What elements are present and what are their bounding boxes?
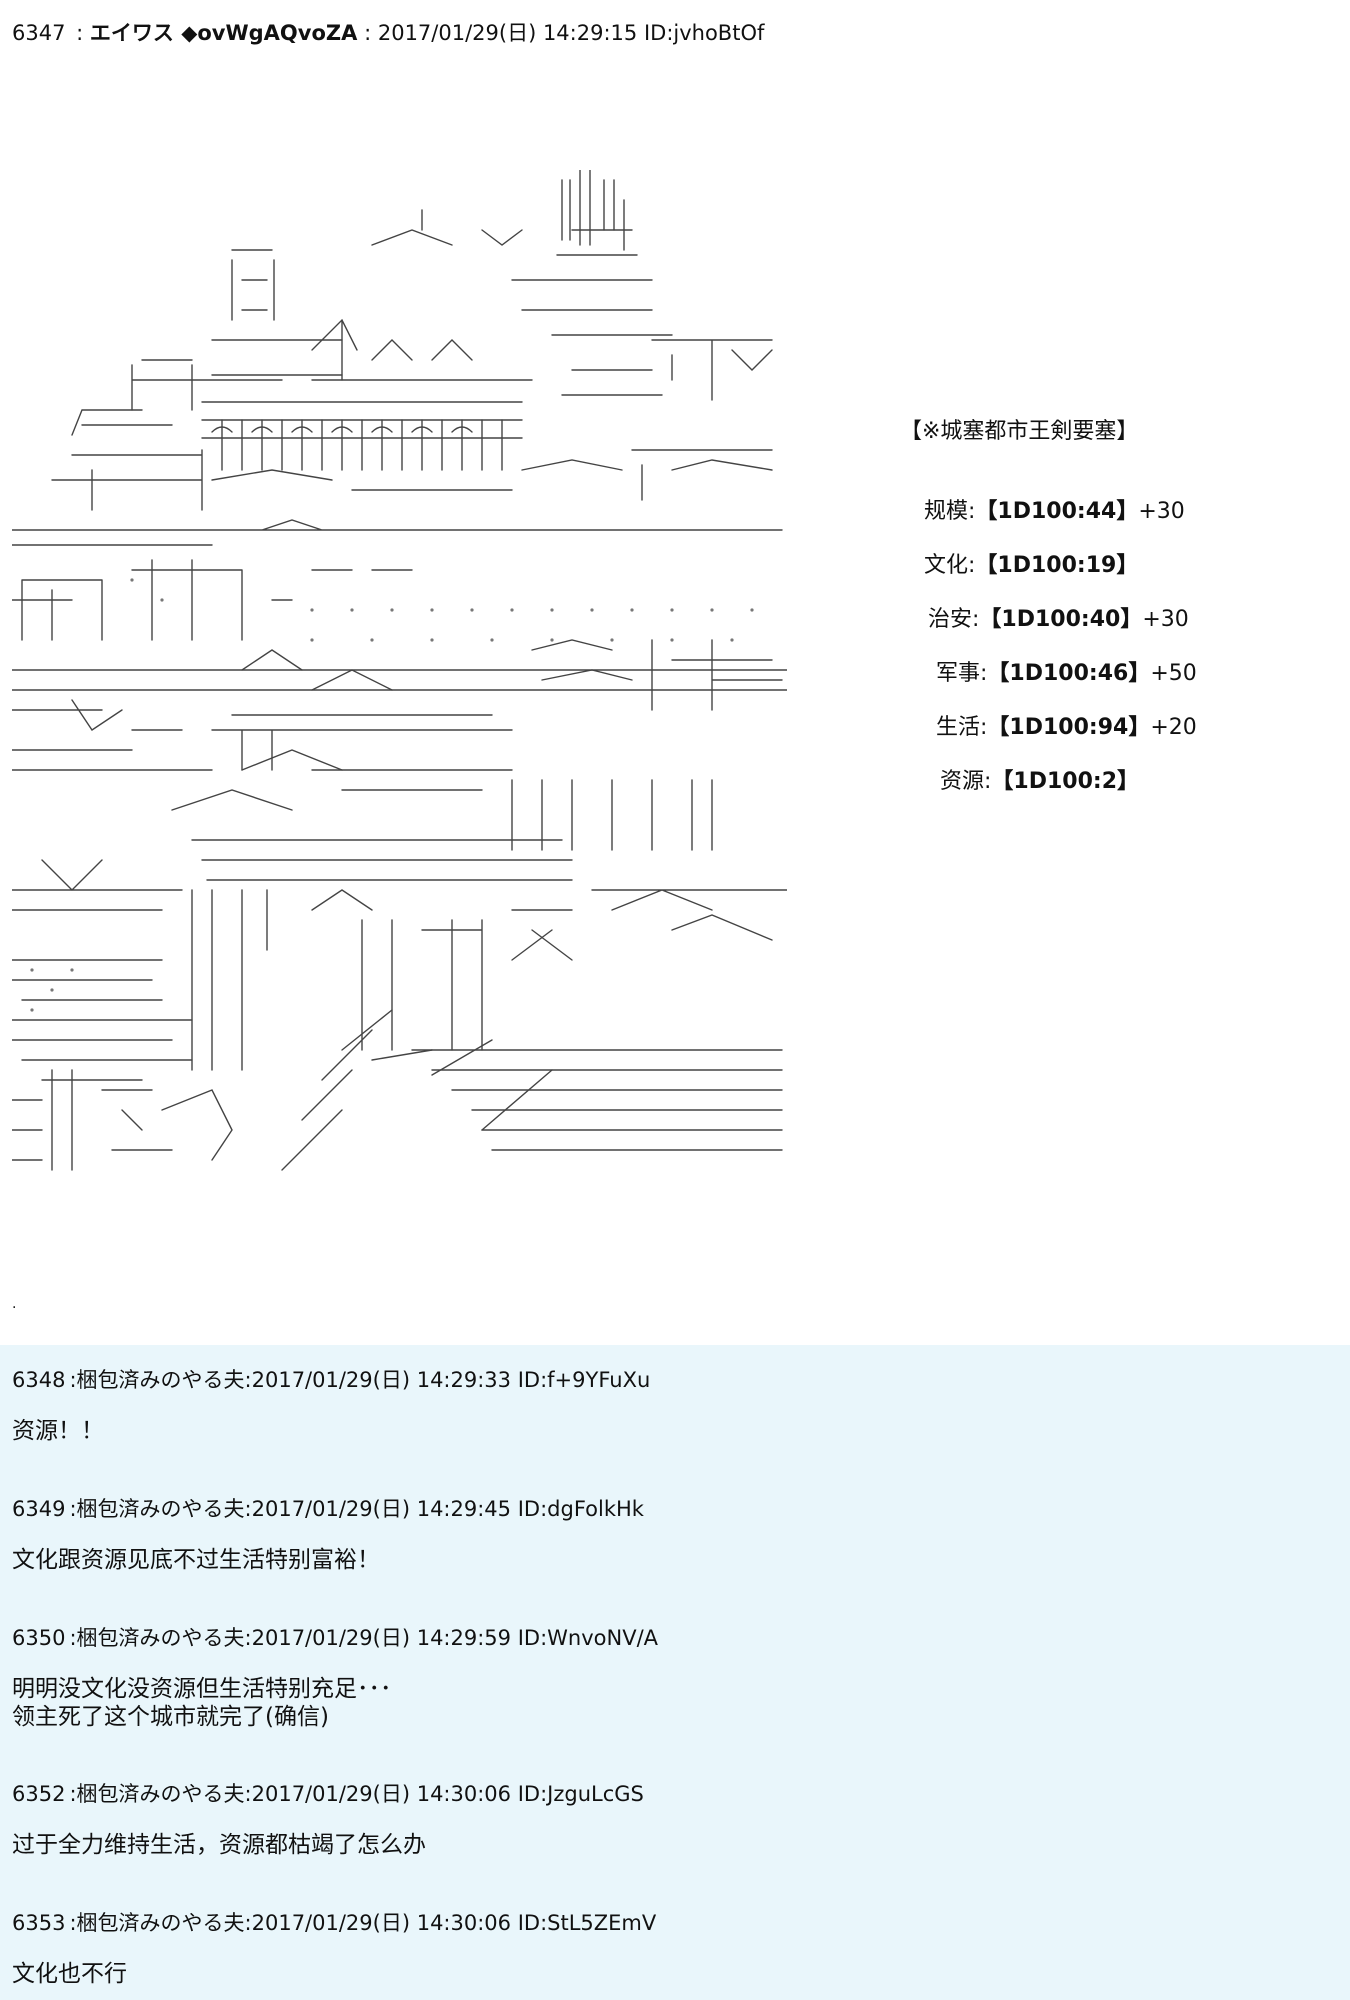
body-line: 明明没文化没资源但生活特别充足･･･	[12, 1676, 392, 1702]
stat-roll: 【1D100:19】	[975, 553, 1139, 578]
post-number[interactable]: 6350	[12, 1626, 66, 1650]
poster-name: 梱包済みのやる夫	[76, 1368, 245, 1392]
post-datetime: 2017/01/29(日) 14:29:45	[251, 1497, 512, 1521]
reply-post: 6349:梱包済みのやる夫:2017/01/29(日) 14:29:45 ID:…	[12, 1496, 644, 1574]
post-datetime: 2017/01/29(日) 14:29:59	[251, 1626, 512, 1650]
post-datetime: 2017/01/29(日) 14:30:06	[251, 1911, 512, 1935]
post-datetime: 2017/01/29(日) 14:29:15	[377, 21, 638, 45]
post-id: ID:f+9YFuXu	[517, 1368, 651, 1392]
stat-living: 生活:【1D100:94】+20	[936, 714, 1197, 742]
reply-post: 6352:梱包済みのやる夫:2017/01/29(日) 14:30:06 ID:…	[12, 1781, 644, 1859]
separator: :	[244, 1368, 252, 1392]
post-header: 6348:梱包済みのやる夫:2017/01/29(日) 14:29:33 ID:…	[12, 1367, 650, 1393]
first-post: 6347 : エイワス ◆ovWgAQvoZA : 2017/01/29(日) …	[12, 20, 1197, 1312]
stat-bonus: +30	[1138, 499, 1185, 524]
fortress-ascii-art-illustration	[12, 170, 787, 1171]
stat-label: 生活:	[936, 715, 988, 740]
separator: :	[364, 21, 372, 45]
separator: :	[69, 1626, 77, 1650]
stat-roll: 【1D100:46】	[987, 661, 1151, 686]
post-header: 6347 : エイワス ◆ovWgAQvoZA : 2017/01/29(日) …	[12, 20, 764, 46]
stat-resources: 资源:【1D100:2】	[940, 768, 1139, 796]
separator: :	[69, 1911, 77, 1935]
body-line: 文化跟资源见底不过生活特别富裕！	[12, 1547, 380, 1573]
city-title: 【※城塞都市王剣要塞】	[900, 419, 1139, 444]
stat-security: 治安:【1D100:40】+30	[928, 606, 1189, 634]
stat-bonus: +20	[1150, 715, 1197, 740]
stat-roll: 【1D100:44】	[975, 499, 1139, 524]
stat-scale: 规模:【1D100:44】+30	[924, 498, 1185, 526]
post-header: 6350:梱包済みのやる夫:2017/01/29(日) 14:29:59 ID:…	[12, 1625, 658, 1651]
body-line: 过于全力维持生活，资源都枯竭了怎么办	[12, 1832, 426, 1858]
post-number[interactable]: 6348	[12, 1368, 66, 1392]
stat-military: 军事:【1D100:46】+50	[936, 660, 1197, 688]
post-datetime: 2017/01/29(日) 14:30:06	[251, 1782, 512, 1806]
poster-name: 梱包済みのやる夫	[76, 1911, 245, 1935]
post-number[interactable]: 6349	[12, 1497, 66, 1521]
stat-bonus: +50	[1150, 661, 1197, 686]
separator: :	[69, 1782, 77, 1806]
separator: :	[244, 1782, 252, 1806]
separator: :	[76, 21, 84, 45]
stat-label: 规模:	[924, 499, 976, 524]
stat-roll: 【1D100:94】	[987, 715, 1151, 740]
post-number[interactable]: 6352	[12, 1782, 66, 1806]
post-body: 明明没文化没资源但生活特别充足･･･ 领主死了这个城市就完了(确信)	[12, 1675, 658, 1731]
separator: :	[69, 1497, 77, 1521]
stat-label: 文化:	[924, 553, 976, 578]
stat-culture: 文化:【1D100:19】	[924, 552, 1138, 580]
separator: :	[244, 1911, 252, 1935]
dot-mark: .	[12, 1296, 17, 1312]
poster-name: 梱包済みのやる夫	[76, 1626, 245, 1650]
stat-label: 治安:	[928, 607, 980, 632]
post-datetime: 2017/01/29(日) 14:29:33	[251, 1368, 512, 1392]
poster-name: エイワス ◆ovWgAQvoZA	[89, 21, 358, 45]
body-line: 领主死了这个城市就完了(确信)	[12, 1704, 329, 1730]
poster-name: 梱包済みのやる夫	[76, 1497, 245, 1521]
separator: :	[69, 1368, 77, 1392]
post-header: 6349:梱包済みのやる夫:2017/01/29(日) 14:29:45 ID:…	[12, 1496, 644, 1522]
separator: :	[244, 1626, 252, 1650]
separator: :	[244, 1497, 252, 1521]
post-id: ID:jvhoBtOf	[643, 21, 765, 45]
post-header: 6353:梱包済みのやる夫:2017/01/29(日) 14:30:06 ID:…	[12, 1910, 656, 1936]
post-number[interactable]: 6353	[12, 1911, 66, 1935]
post-header: 6352:梱包済みのやる夫:2017/01/29(日) 14:30:06 ID:…	[12, 1781, 644, 1807]
poster-name: 梱包済みのやる夫	[76, 1782, 245, 1806]
reply-post: 6353:梱包済みのやる夫:2017/01/29(日) 14:30:06 ID:…	[12, 1910, 656, 1988]
stat-label: 军事:	[936, 661, 988, 686]
post-id: ID:dgFolkHk	[517, 1497, 644, 1521]
post-number[interactable]: 6347	[12, 21, 66, 45]
reply-post: 6348:梱包済みのやる夫:2017/01/29(日) 14:29:33 ID:…	[12, 1367, 650, 1445]
reply-post: 6350:梱包済みのやる夫:2017/01/29(日) 14:29:59 ID:…	[12, 1625, 658, 1731]
reply-list: 6348:梱包済みのやる夫:2017/01/29(日) 14:29:33 ID:…	[0, 1345, 1350, 2000]
post-body: 资源！！	[12, 1417, 650, 1445]
stat-roll: 【1D100:2】	[991, 769, 1140, 794]
post-body: 文化也不行	[12, 1960, 656, 1988]
stat-roll: 【1D100:40】	[979, 607, 1143, 632]
post-body: 文化跟资源见底不过生活特别富裕！	[12, 1546, 644, 1574]
post-id: ID:JzguLcGS	[517, 1782, 644, 1806]
stat-bonus: +30	[1142, 607, 1189, 632]
stat-label: 资源:	[940, 769, 992, 794]
post-id: ID:WnvoNV/A	[517, 1626, 659, 1650]
body-line: 文化也不行	[12, 1961, 127, 1987]
body-line: 资源！！	[12, 1418, 104, 1444]
post-body: 过于全力维持生活，资源都枯竭了怎么办	[12, 1831, 644, 1859]
post-id: ID:StL5ZEmV	[517, 1911, 657, 1935]
